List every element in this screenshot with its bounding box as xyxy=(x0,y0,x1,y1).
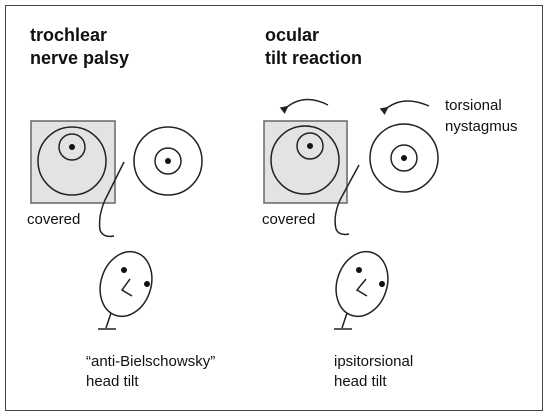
eye-outline xyxy=(133,126,203,196)
nystagmus-label-line2: nystagmus xyxy=(445,118,518,135)
head-tilt-label-line1: “anti-Bielschowsky” xyxy=(86,353,215,370)
panel-ocular-tilt-reaction: ocular tilt reaction torsional nystagmus xyxy=(262,25,518,390)
head-tilt-label-line1: ipsitorsional xyxy=(334,353,413,370)
uncovered-right-eye xyxy=(133,126,203,196)
iris xyxy=(154,147,182,175)
head-neck xyxy=(98,312,116,330)
head-neck xyxy=(334,312,352,330)
nose-line xyxy=(98,161,125,238)
figure-border xyxy=(5,5,543,411)
eye-outline xyxy=(270,125,340,195)
eye-cover-occluder xyxy=(263,120,348,204)
covered-left-eye xyxy=(30,120,116,204)
panel-title-line2: tilt reaction xyxy=(265,48,362,68)
pupil xyxy=(165,158,171,164)
pupil xyxy=(69,144,75,150)
panel-title-line1: trochlear xyxy=(30,25,107,45)
head-nose xyxy=(355,278,368,297)
pupil xyxy=(307,143,313,149)
pupil xyxy=(401,155,407,161)
torsion-arrow-left-eye xyxy=(279,98,329,114)
head-outline xyxy=(99,250,153,318)
covered-left-eye xyxy=(263,120,348,204)
nose-line xyxy=(334,164,360,236)
torsion-arrow-right-eye xyxy=(379,100,430,115)
eye-outline xyxy=(37,126,107,196)
panel-trochlear-nerve-palsy: trochlear nerve palsy covered xyxy=(27,25,215,390)
stick-figure-head xyxy=(98,250,153,330)
head-eye xyxy=(144,281,150,287)
head-eye xyxy=(121,267,127,273)
head-eye xyxy=(356,267,362,273)
iris xyxy=(390,144,418,172)
iris xyxy=(296,132,324,160)
nystagmus-label-line1: torsional xyxy=(445,97,502,114)
head-tilt-label-line2: head tilt xyxy=(334,373,387,390)
stick-figure-head xyxy=(334,250,389,330)
covered-label: covered xyxy=(27,211,80,228)
head-eye xyxy=(379,281,385,287)
panel-title-line1: ocular xyxy=(265,25,319,45)
uncovered-right-eye xyxy=(369,123,439,193)
head-tilt-label-line2: head tilt xyxy=(86,373,139,390)
iris xyxy=(58,133,86,161)
head-outline xyxy=(335,250,389,318)
panel-title-line2: nerve palsy xyxy=(30,48,129,68)
covered-label: covered xyxy=(262,211,315,228)
head-nose xyxy=(120,278,133,297)
eye-outline xyxy=(369,123,439,193)
